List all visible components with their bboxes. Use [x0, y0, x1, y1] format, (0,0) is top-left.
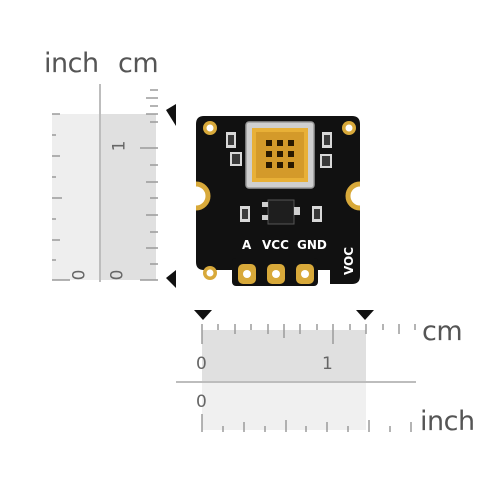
board-name-voc: VOC [342, 246, 357, 276]
horizontal-cm-one: 1 [322, 354, 333, 374]
left-marker-icon [194, 310, 212, 320]
right-marker-icon [356, 310, 374, 320]
horizontal-inch-label: inch [420, 406, 475, 437]
horizontal-inch-zero: 0 [196, 392, 207, 412]
top-marker-icon [166, 104, 176, 126]
horizontal-cm-zero: 0 [196, 354, 207, 374]
vertical-inch-label: inch [44, 48, 99, 79]
horizontal-cm-label: cm [422, 316, 463, 347]
vertical-cm-label: cm [118, 48, 159, 79]
pin-label-a: A [242, 238, 252, 252]
pin-label-vcc: VCC [262, 238, 289, 252]
pin-label-gnd: GND [297, 238, 327, 252]
bottom-marker-icon [166, 270, 176, 288]
